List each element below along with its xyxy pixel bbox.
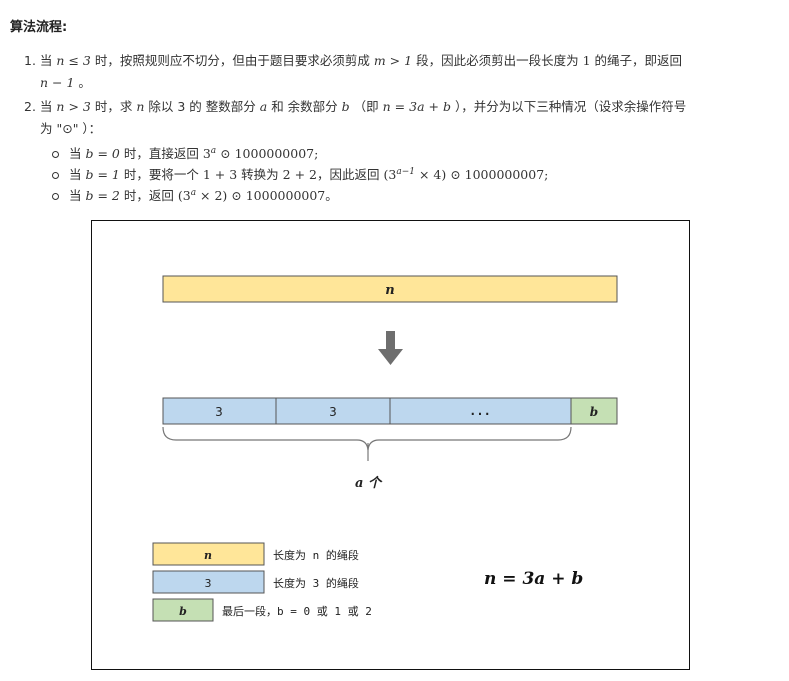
segment-b (570, 397, 618, 425)
segment-3-first (162, 397, 277, 425)
math: n − 1 (40, 75, 75, 90)
math: b = 1 (85, 167, 120, 183)
math: × 4) ⊙ 1000000007; (414, 167, 549, 183)
math: (3 (177, 188, 191, 204)
text: 。 (78, 75, 91, 90)
segment-3-first-label: 3 (215, 405, 223, 419)
rope-cut-figure: n 3 3 ... b a 个 n 长度为 n 的绳段 3 (91, 220, 690, 670)
text: 当 (39, 99, 53, 114)
math-superscript: a (210, 146, 217, 156)
bullet-icon (52, 193, 59, 201)
text: 时，要将一个 (123, 167, 199, 183)
math: 2 + 2 (282, 167, 317, 183)
list-item-1-line-2: n − 1 。 (40, 74, 91, 92)
math: 3 (202, 146, 211, 162)
legend-text-b: 最后一段，b = 0 或 1 或 2 (222, 604, 372, 618)
formula: n = 3a + b (484, 569, 583, 589)
bar-n (162, 275, 618, 303)
text: 的绳子，即返回 (594, 53, 683, 68)
text: 时，返回 (123, 188, 174, 204)
text: 段，因此必须剪出一段长度为 (416, 53, 579, 68)
case-item-b2: 当 b = 2 时，返回 (3a × 2) ⊙ 1000000007。 (52, 184, 338, 205)
text: 当 (68, 167, 82, 183)
bar-n-label: n (385, 283, 394, 298)
math: b = 2 (85, 188, 120, 204)
math: × 2) ⊙ 1000000007。 (196, 188, 338, 204)
list-item-2-line-2: 为 "⊙" ）： (40, 120, 101, 138)
bullet-icon (52, 172, 59, 180)
math: b (341, 99, 350, 114)
text: ，因此返回 (316, 167, 380, 183)
list-item-2-line-1: 2. 当 n > 3 时，求 n 除以 3 的 整数部分 a 和 余数部分 b … (24, 98, 686, 116)
brace-label: a 个 (355, 475, 383, 491)
math: 1 (582, 53, 591, 68)
text: （即 (353, 99, 379, 114)
segment-b-label: b (590, 405, 598, 419)
list-number: 2. (24, 99, 36, 114)
list-number: 1. (24, 53, 36, 68)
text: 时，按照规则应不切分，但由于题目要求必须剪成 (94, 53, 370, 68)
text: 时，求 (94, 99, 133, 114)
legend-swatch-b-label: b (179, 605, 187, 618)
text: ），并分为以下三种情况（设求余操作符号 (454, 99, 687, 114)
math: 1 + 3 (202, 167, 238, 183)
math-superscript: a−1 (396, 167, 415, 177)
text: 除以 3 的 整数部分 (148, 99, 256, 114)
legend-swatch-b (152, 598, 214, 622)
section-heading: 算法流程: (10, 20, 68, 35)
case-item-b0: 当 b = 0 时，直接返回 3a ⊙ 1000000007; (52, 142, 318, 163)
segment-3-second (275, 397, 391, 425)
math: a (259, 99, 268, 114)
text: 转换为 (241, 167, 279, 183)
math: m > 1 (373, 53, 413, 68)
segment-3-second-label: 3 (329, 405, 337, 419)
text: 为 "⊙" ）： (40, 121, 102, 136)
text: 时，直接返回 (123, 146, 199, 162)
text: 和 余数部分 (271, 99, 338, 114)
list-item-1-line-1: 1. 当 n ≤ 3 时，按照规则应不切分，但由于题目要求必须剪成 m > 1 … (24, 52, 682, 70)
legend-text-n: 长度为 n 的绳段 (273, 548, 359, 562)
math: n ≤ 3 (56, 53, 91, 68)
bullet-icon (52, 151, 59, 159)
math: n > 3 (56, 99, 91, 114)
case-item-b1: 当 b = 1 时，要将一个 1 + 3 转换为 2 + 2，因此返回 (3a−… (52, 163, 548, 184)
legend-swatch-n-label: n (204, 549, 212, 562)
math: n = 3a + b (382, 99, 451, 114)
math: ⊙ 1000000007; (216, 146, 319, 162)
math: (3 (383, 167, 397, 183)
text: 当 (68, 188, 82, 204)
figure-svg: n 3 3 ... b a 个 n 长度为 n 的绳段 3 (152, 275, 618, 622)
segment-ellipsis-label: ... (469, 404, 491, 418)
arrow-down-icon (378, 331, 403, 365)
math-superscript: a (190, 188, 197, 198)
legend-swatch-3-label: 3 (205, 577, 212, 590)
legend-swatch-3 (152, 570, 265, 594)
math: n (136, 99, 145, 114)
brace (162, 426, 572, 451)
math: b = 0 (85, 146, 120, 162)
text: 当 (68, 146, 82, 162)
legend-text-3: 长度为 3 的绳段 (273, 576, 359, 590)
legend-swatch-n (152, 542, 265, 566)
text: 当 (39, 53, 53, 68)
segment-ellipsis (389, 397, 572, 425)
